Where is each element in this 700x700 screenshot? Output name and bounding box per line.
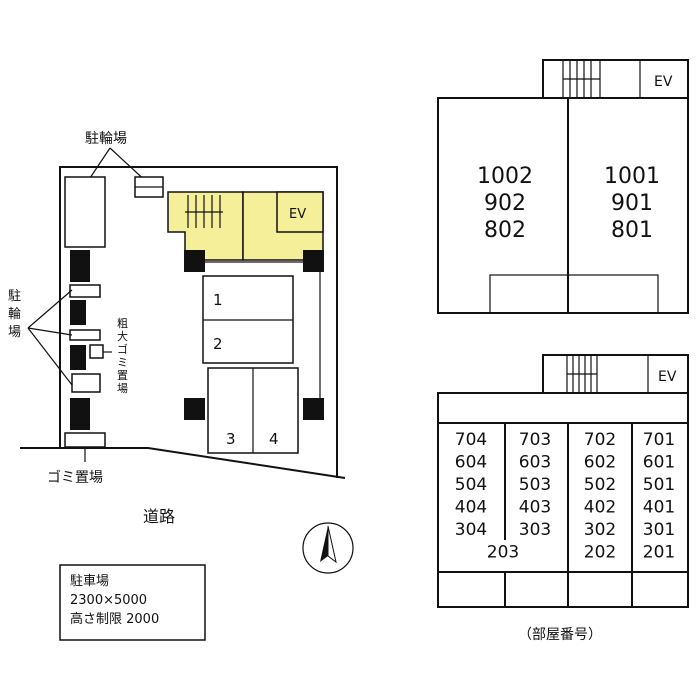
elevator-label: EV (289, 207, 306, 222)
room-number: 604 (455, 453, 487, 473)
svg-text:場: 場 (117, 382, 128, 395)
room-number: 404 (455, 498, 487, 518)
bicycle-parking-side-3: 場 (8, 325, 21, 340)
room-number: 704 (455, 430, 487, 450)
garbage-label: ゴミ置場 (47, 469, 103, 486)
room-number: 402 (584, 498, 616, 518)
bicycle-parking-side-2: 輪 (8, 306, 21, 322)
bicycle-rack (71, 373, 101, 393)
room-number: 1002 (477, 164, 533, 189)
room-number: 702 (584, 430, 616, 450)
pillar (70, 300, 86, 325)
bicycle-parking-top-label: 駐輪場 (85, 130, 127, 147)
legend-title: 駐車場 (70, 574, 109, 589)
pillar (70, 345, 86, 370)
bicycle-parking-side-1: 駐 (8, 289, 21, 304)
room-number: 602 (584, 453, 616, 473)
parking-space-4: 4 (269, 430, 279, 448)
north-arrow-icon (302, 522, 354, 574)
upper-floor-plan: EV 1002 902 802 1001 901 801 (437, 59, 689, 314)
room-number: 901 (611, 191, 653, 216)
room-number: 502 (584, 475, 616, 495)
elevator-label: EV (654, 74, 673, 90)
svg-text:ミ: ミ (117, 356, 128, 369)
lower-floor-plan: EV 7046045044043047036035034033037026025… (437, 354, 689, 608)
room-number: 202 (584, 543, 616, 563)
bicycle-parking-area (64, 176, 106, 248)
bulky-garbage-box (89, 344, 104, 359)
stair-core (167, 191, 244, 261)
room-number: 703 (519, 430, 551, 450)
room-number: 503 (519, 475, 551, 495)
pillar (303, 398, 324, 420)
svg-text:粗: 粗 (117, 317, 128, 330)
room-number: 501 (643, 475, 675, 495)
site-boundary (59, 166, 338, 478)
room-number: 302 (584, 520, 616, 540)
room-number: 504 (455, 475, 487, 495)
parking-space-2: 2 (213, 335, 223, 353)
room-number: 304 (455, 520, 487, 540)
room-number: 303 (519, 520, 551, 540)
parking-space-3: 3 (226, 430, 236, 448)
room-number: 403 (519, 498, 551, 518)
legend-size: 2300×5000 (70, 593, 147, 608)
room-number: 802 (484, 218, 526, 243)
svg-text:ゴ: ゴ (117, 342, 128, 356)
garbage-area (64, 432, 106, 448)
svg-text:置: 置 (117, 369, 128, 382)
room-number: 301 (643, 520, 675, 540)
elevator-box (276, 191, 324, 233)
stairs-icon (185, 195, 223, 228)
pillar (70, 250, 90, 282)
parking-legend-box (59, 564, 206, 641)
elevator-label: EV (658, 369, 677, 385)
bulky-garbage-label: 粗 大 ゴ ミ 置 場 (117, 317, 128, 395)
parking-space-1: 1 (213, 291, 223, 309)
pillar (70, 398, 90, 430)
bicycle-rack (69, 284, 101, 298)
room-number: 801 (611, 218, 653, 243)
room-number: 601 (643, 453, 675, 473)
room-number: 902 (484, 191, 526, 216)
site-plan: 駐輪場 EV 1 2 3 4 (8, 130, 354, 641)
room-number: 1001 (604, 164, 660, 189)
room-number: 701 (643, 430, 675, 450)
room-number-caption: （部屋番号） (518, 627, 602, 643)
legend-height-limit: 高さ制限 2000 (70, 611, 159, 627)
pillar (184, 250, 205, 272)
pillar (184, 398, 205, 420)
bicycle-rack (69, 329, 101, 341)
room-number: 401 (643, 498, 675, 518)
svg-text:大: 大 (117, 329, 128, 343)
pillar (303, 250, 324, 272)
road-edge (20, 447, 346, 479)
room-number: 203 (487, 543, 519, 563)
room-number: 201 (643, 543, 675, 563)
room-number: 603 (519, 453, 551, 473)
road-label: 道路 (143, 507, 175, 526)
leader-lines (27, 289, 73, 386)
